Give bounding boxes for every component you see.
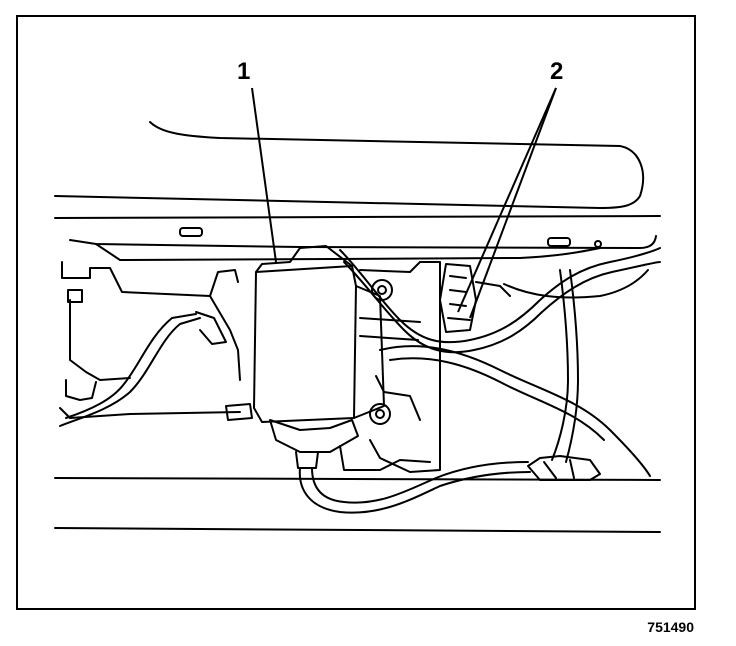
left-lower-edge [60,408,240,418]
mounting-plate [360,262,440,472]
header-rail [70,236,656,248]
upper-trim-panel [55,122,643,208]
callout-2-leader-a [458,88,556,312]
lower-bolt [370,404,390,424]
lower-trim-edge [55,478,660,480]
left-bracket-lower [70,300,130,380]
callout-number-1: 1 [237,58,251,85]
bottom-trim-edge [55,528,660,532]
lower-bolt-center [376,410,384,418]
callout-1-leader [252,88,276,262]
plate-foot [340,446,430,470]
callout-2-leader-b [470,88,556,318]
long-harness-inner [390,358,604,440]
figure-border [17,16,695,609]
module-connector [270,420,358,452]
left-clip [68,290,82,302]
control-module-side [354,286,384,418]
module-connector-plug [296,452,318,468]
left-clip-feet [66,380,96,400]
left-rib [210,296,240,380]
figure-id: 751490 [647,619,694,635]
fastener-hole [595,241,601,247]
lower-harness [300,468,530,513]
left-harness [60,318,200,426]
left-bracket [62,262,238,296]
upper-trim-lower-edge [55,216,660,218]
right-harness-upper-inner [344,262,660,352]
bottom-right-clip-detail [544,460,574,478]
callout-number-2: 2 [550,58,564,85]
upper-bolt-center [378,286,386,294]
right-harness-drop [552,270,568,460]
plate-rib [360,318,420,420]
slot-right [548,238,570,246]
right-harness-drop-inner [566,270,578,462]
harness-connector-detail [448,276,470,320]
left-harness-inner [66,314,196,418]
control-module-flange [226,404,252,420]
right-harness-sheath [504,270,648,298]
long-harness [380,346,650,476]
lower-harness-inner [312,462,528,503]
control-module-top [256,246,352,272]
bottom-right-clip [528,456,600,480]
harness-connector [440,264,476,332]
slot-left [180,228,202,236]
left-harness-boot [196,312,226,344]
control-module [254,266,356,422]
header-rail-inner [96,244,600,260]
right-harness-upper [340,248,660,342]
